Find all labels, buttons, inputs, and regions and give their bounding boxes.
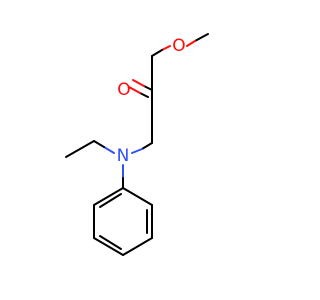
bond-n-ethyl-blue bbox=[103, 146, 115, 154]
bond-ethyl bbox=[65, 140, 95, 158]
bond-methyl-o bbox=[194, 33, 209, 42]
ring-bond-4 bbox=[93, 237, 124, 256]
bond-co-double-1-red bbox=[132, 79, 145, 87]
bond-co-double-2 bbox=[139, 92, 149, 98]
ring-bond-6 bbox=[93, 187, 124, 206]
bond-ch2-n bbox=[141, 142, 153, 150]
bond-o-ch2 bbox=[151, 49, 163, 57]
ring-inner-bond-2 bbox=[99, 235, 122, 250]
atom-label-ether-oxygen: O bbox=[172, 36, 185, 56]
bond-n-ethyl bbox=[93, 140, 105, 148]
ring-bond-3 bbox=[122, 237, 153, 256]
bond-co-double-2-red bbox=[128, 86, 141, 94]
atom-label-nitrogen: N bbox=[117, 146, 130, 166]
bond-ch2-n-blue bbox=[131, 148, 143, 154]
atom-label-carbonyl-oxygen: O bbox=[117, 80, 130, 100]
ring-bond-1 bbox=[122, 187, 153, 206]
bond-methyl-o-red bbox=[186, 40, 196, 47]
bond-o-ch2-red bbox=[161, 45, 171, 51]
ring-inner-bond-3 bbox=[99, 193, 122, 208]
molecule-structure: O O N bbox=[65, 33, 209, 256]
bond-co-double-1 bbox=[143, 85, 153, 91]
